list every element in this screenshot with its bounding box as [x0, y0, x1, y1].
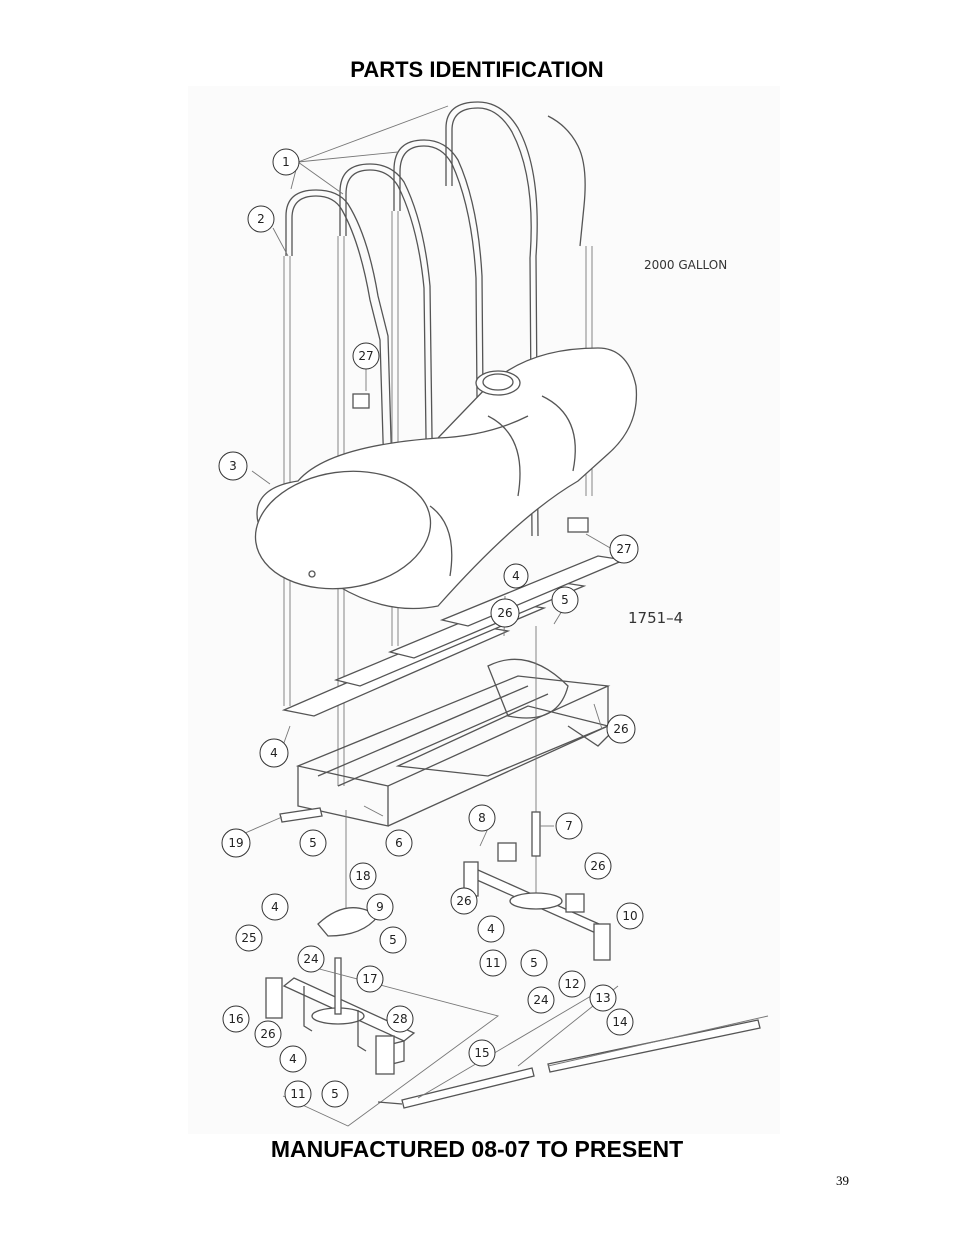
parts-diagram: 2000 GALLON 1751–4 1 2 27 3 27 4 26 5 26… — [188, 86, 780, 1134]
frame — [281, 555, 627, 916]
page-title: PARTS IDENTIFICATION — [350, 57, 604, 82]
page-footer: MANUFACTURED 08-07 TO PRESENT — [270, 1136, 684, 1162]
page-number: 39 — [836, 1173, 849, 1188]
tank — [254, 347, 638, 610]
parts-diagram-lines — [235, 101, 769, 1127]
callout-leaders — [235, 105, 613, 847]
axles — [265, 807, 769, 1127]
